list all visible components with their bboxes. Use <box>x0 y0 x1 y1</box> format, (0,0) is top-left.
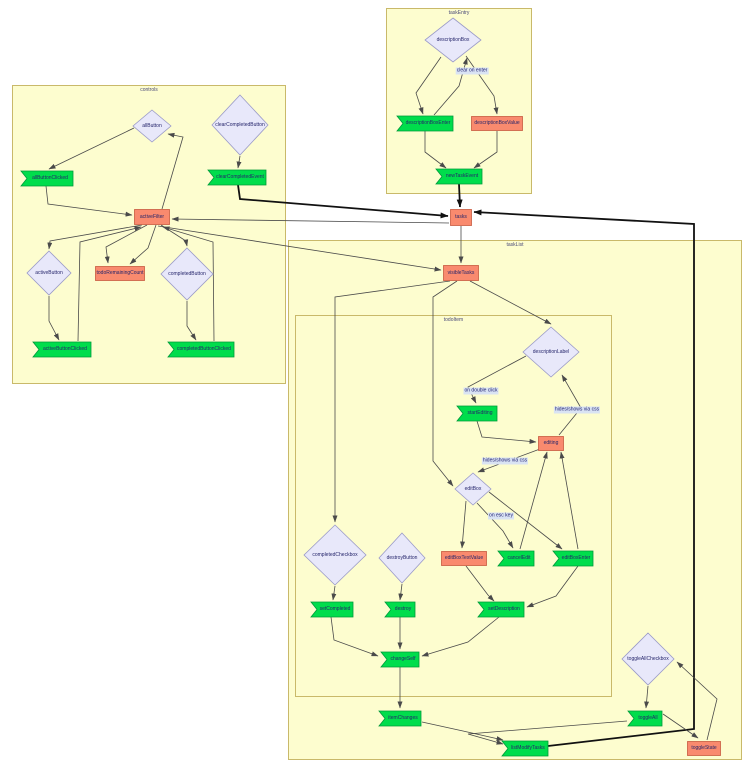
edge-label-0: clear on enter <box>455 67 489 75</box>
node-clearCompletedButton: clearCompletedButton <box>211 94 269 156</box>
edge-label-1: on double click <box>463 387 499 395</box>
node-cancelEdit: cancelEdit <box>497 550 535 566</box>
node-activeButton: activeButton <box>26 250 72 296</box>
node-listModifyTasks-label: listModifyTasks <box>511 745 545 751</box>
edge-label-2: hides/shows via css <box>553 406 601 414</box>
node-changeSelf-label: changeSelf <box>390 656 416 662</box>
rect-shape <box>471 115 523 131</box>
node-listModifyTasks: listModifyTasks <box>501 740 549 756</box>
node-allButtonClicked: allButtonClicked <box>20 170 74 186</box>
node-editBoxEnter: editBoxEnter <box>552 550 594 566</box>
node-visibleTasks-label: visibleTasks <box>447 270 475 276</box>
node-editBox-label: editBox <box>464 486 482 492</box>
node-editBoxTextValue: editBoxTextValue <box>441 550 487 566</box>
node-tasks-label: tasks <box>455 214 467 220</box>
node-completedButton: completedButton <box>160 247 214 301</box>
edge-label-3: hides/shows via css <box>481 457 529 465</box>
node-descriptionBoxValue-label: descriptionBoxValue <box>474 120 520 126</box>
group-controls-title: controls <box>140 87 158 93</box>
node-toggleAll-label: toggleAll <box>638 715 658 721</box>
node-activeButtonClicked-label: activeButtonClicked <box>43 346 87 352</box>
node-tasks: tasks <box>450 208 472 226</box>
node-editBoxEnter-label: editBoxEnter <box>561 555 591 561</box>
node-descriptionLabel: descriptionLabel <box>522 326 580 378</box>
edge-label-4: on esc key <box>488 512 514 520</box>
node-descriptionBoxEnter-label: descriptionBoxEnter <box>405 120 451 126</box>
flag-shape <box>396 115 454 131</box>
diamond-shape <box>26 250 72 296</box>
node-editBox: editBox <box>454 472 492 506</box>
node-completedButton-label: completedButton <box>168 271 206 277</box>
node-cancelEdit-label: cancelEdit <box>507 555 531 561</box>
node-descriptionBox: descriptionBox <box>424 17 482 63</box>
node-editing-label: editing <box>543 440 559 446</box>
node-destroy: destroy <box>384 601 416 617</box>
flag-shape <box>207 169 267 185</box>
node-toggleState: toggleState <box>687 740 721 756</box>
rect-shape <box>687 740 721 756</box>
diamond-shape <box>303 524 367 586</box>
node-clearCompletedButton-label: clearCompletedButton <box>215 122 265 128</box>
rect-shape <box>450 208 472 226</box>
node-newTaskEvent-label: newTaskEvent <box>445 173 479 179</box>
node-toggleAllCheckbox-label: toggleAllCheckbox <box>627 656 669 662</box>
node-toggleState-label: toggleState <box>691 745 717 751</box>
group-taskList-title: taskList <box>506 242 524 248</box>
node-allButtonClicked-label: allButtonClicked <box>32 175 68 181</box>
node-allButton-label: allButton <box>142 123 162 129</box>
node-completedButtonClicked: completedButtonClicked <box>167 341 235 357</box>
node-clearCompletedEvent-label: clearCompletedEvent <box>216 174 264 180</box>
flag-shape <box>384 601 416 617</box>
node-editing: editing <box>538 435 564 451</box>
flag-shape <box>378 710 422 726</box>
node-editBoxTextValue-label: editBoxTextValue <box>444 555 484 561</box>
node-activeFilter: activeFilter <box>134 209 170 225</box>
flag-shape <box>167 341 235 357</box>
node-changeSelf: changeSelf <box>380 651 420 667</box>
node-setCompleted-label: setCompleted <box>319 606 351 612</box>
node-toggleAllCheckbox: toggleAllCheckbox <box>621 632 675 686</box>
node-newTaskEvent: newTaskEvent <box>435 168 483 184</box>
diamond-shape <box>378 532 426 584</box>
node-setCompleted: setCompleted <box>310 601 354 617</box>
node-activeFilter-label: activeFilter <box>139 214 165 220</box>
node-completedCheckbox: completedCheckbox <box>303 524 367 586</box>
node-toggleAll: toggleAll <box>627 710 663 726</box>
node-destroyButton: destroyButton <box>378 532 426 584</box>
node-destroyButton-label: destroyButton <box>386 555 418 561</box>
node-activeButtonClicked: activeButtonClicked <box>32 341 92 357</box>
node-setDescription: setDescription <box>477 601 525 617</box>
node-completedCheckbox-label: completedCheckbox <box>312 552 358 558</box>
node-startEditing: startEditing <box>456 405 498 421</box>
node-todoRemainingCount: todoRemainingCount <box>95 265 145 281</box>
node-itemChanges: itemChanges <box>378 710 422 726</box>
flag-shape <box>32 341 92 357</box>
group-todoItem-title: todoItem <box>443 317 464 323</box>
diamond-shape <box>211 94 269 156</box>
node-todoRemainingCount-label: todoRemainingCount <box>96 270 144 276</box>
node-descriptionBoxValue: descriptionBoxValue <box>471 115 523 131</box>
node-allButton: allButton <box>132 109 172 143</box>
node-descriptionBox-label: descriptionBox <box>436 37 470 43</box>
node-descriptionBoxEnter: descriptionBoxEnter <box>396 115 454 131</box>
group-taskEntry-title: taskEntry <box>448 10 470 16</box>
node-descriptionLabel-label: descriptionLabel <box>532 349 570 355</box>
flag-shape <box>435 168 483 184</box>
flag-shape <box>310 601 354 617</box>
flag-shape <box>380 651 420 667</box>
rect-shape <box>134 209 170 225</box>
node-setDescription-label: setDescription <box>488 606 520 612</box>
node-itemChanges-label: itemChanges <box>388 715 418 721</box>
flag-shape <box>20 170 74 186</box>
node-destroy-label: destroy <box>394 606 412 612</box>
node-clearCompletedEvent: clearCompletedEvent <box>207 169 267 185</box>
node-activeButton-label: activeButton <box>35 270 63 276</box>
node-completedButtonClicked-label: completedButtonClicked <box>177 346 231 352</box>
node-visibleTasks: visibleTasks <box>443 265 479 281</box>
diamond-shape <box>132 109 172 143</box>
node-startEditing-label: startEditing <box>467 410 493 416</box>
